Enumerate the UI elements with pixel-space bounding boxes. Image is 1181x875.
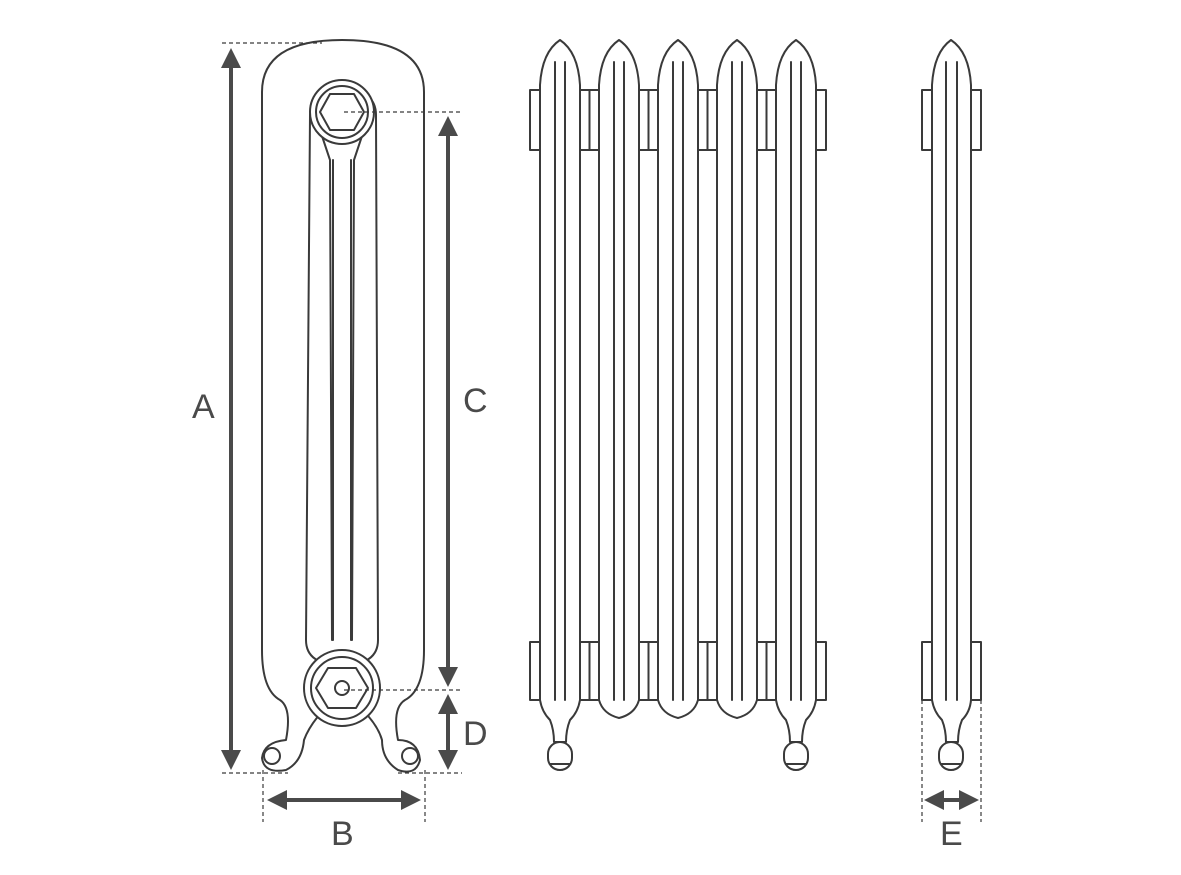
front-view-outline bbox=[261, 39, 425, 773]
dimension-e-label: E bbox=[940, 815, 963, 853]
side-top-hub-right bbox=[815, 89, 827, 151]
dimension-d-label: D bbox=[463, 715, 488, 753]
end-view-fin bbox=[931, 39, 972, 743]
side-fin bbox=[716, 39, 758, 719]
side-fin bbox=[539, 39, 581, 743]
right-scroll-foot bbox=[401, 747, 419, 765]
dimension-c-label: C bbox=[463, 382, 488, 420]
end-extension-lines bbox=[921, 700, 982, 822]
bottom-hex-plug-icon bbox=[315, 667, 369, 709]
dimension-b-label: B bbox=[331, 815, 354, 853]
side-bottom-hub-right bbox=[815, 641, 827, 701]
side-bottom-hub-left bbox=[529, 641, 541, 701]
bottom-plug-center bbox=[334, 680, 350, 696]
front-extension-lines bbox=[222, 42, 462, 822]
front-column-inner bbox=[319, 129, 365, 641]
side-fin bbox=[775, 39, 817, 743]
top-hex-plug-icon bbox=[319, 93, 365, 131]
side-fin bbox=[657, 39, 699, 719]
front-view-section bbox=[261, 39, 425, 773]
side-foot bbox=[547, 741, 573, 771]
end-view-foot bbox=[938, 741, 964, 771]
side-top-hub-left bbox=[529, 89, 541, 151]
side-view-radiator bbox=[529, 39, 827, 771]
left-scroll-foot bbox=[263, 747, 281, 765]
side-foot bbox=[783, 741, 809, 771]
end-view-section bbox=[921, 39, 982, 771]
bottom-connection-boss bbox=[303, 649, 381, 727]
side-fin bbox=[598, 39, 640, 719]
dimension-a-label: A bbox=[192, 388, 215, 426]
bottom-connection-ring bbox=[310, 656, 374, 720]
